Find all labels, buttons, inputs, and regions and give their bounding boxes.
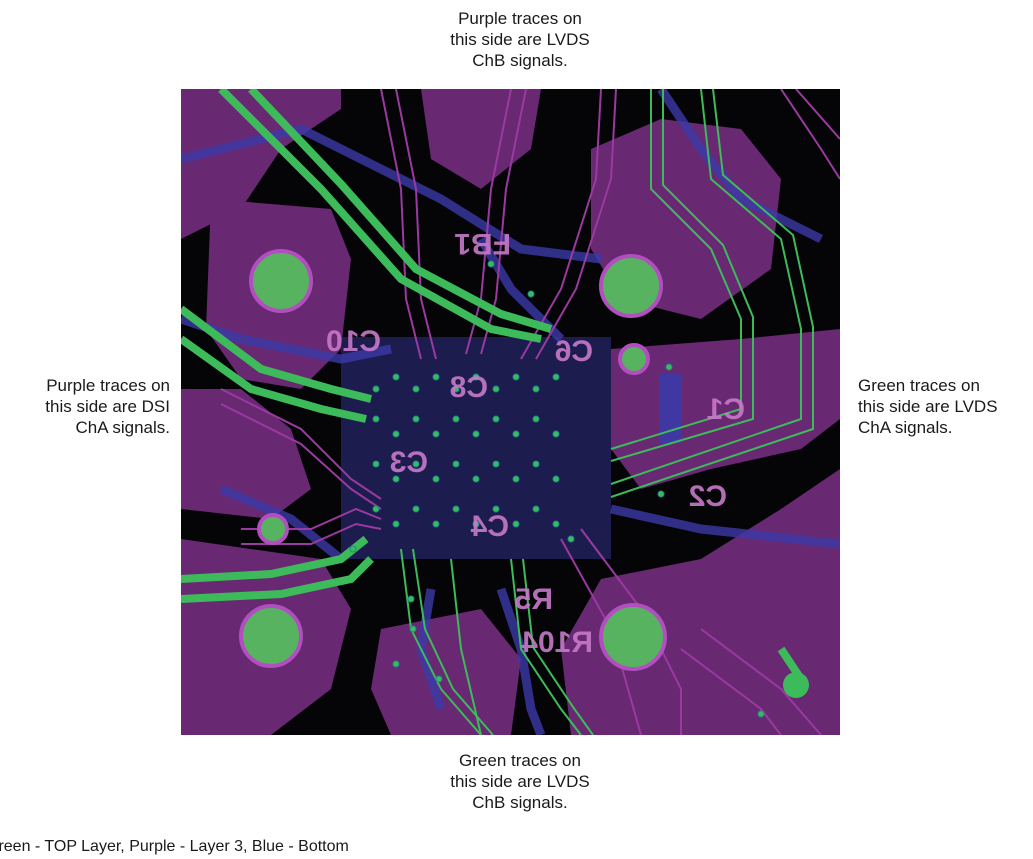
- capacitor-pad-c1: [659, 374, 681, 444]
- silk-r5: R5: [515, 583, 553, 616]
- pad-small-left: [257, 513, 289, 545]
- pad-corner: [783, 672, 809, 698]
- top-annotation-line: Purple traces on: [458, 9, 582, 28]
- right-annotation-line: this side are LVDS: [858, 397, 998, 416]
- pad-top-right: [599, 254, 663, 318]
- pad-small-right: [618, 343, 650, 375]
- bottom-annotation-line: Green traces on: [459, 751, 581, 770]
- top-annotation-line: this side are LVDS: [450, 30, 590, 49]
- left-annotation-line: ChA signals.: [75, 418, 171, 437]
- top-layer-traces: [181, 89, 805, 682]
- silk-c4: C4: [470, 510, 509, 543]
- silk-r104: R104: [521, 626, 593, 659]
- silkscreen-labels: FB1 C10 C6 C8 C3 C1 C2 C4 R5 R104: [326, 227, 745, 659]
- pad-top-left: [249, 249, 313, 313]
- silk-c10: C10: [326, 325, 381, 358]
- left-annotation-line: this side are DSI: [45, 397, 170, 416]
- silk-c1: C1: [707, 393, 745, 426]
- pad-bottom-right: [599, 603, 667, 671]
- right-annotation-line: ChA signals.: [858, 418, 953, 437]
- mounting-pads: [239, 249, 667, 671]
- silk-c8: C8: [450, 371, 488, 404]
- left-annotation-line: Purple traces on: [46, 376, 170, 395]
- bottom-annotation-line: this side are LVDS: [450, 772, 590, 791]
- silk-c2: C2: [689, 480, 727, 513]
- silk-fb1: FB1: [454, 227, 511, 260]
- silk-c6: C6: [555, 335, 593, 368]
- top-annotation-line: ChB signals.: [472, 51, 568, 70]
- top-annotation: Purple traces on this side are LVDS ChB …: [405, 8, 635, 71]
- ic-vias: [349, 260, 765, 718]
- bottom-annotation-line: ChB signals.: [472, 793, 568, 812]
- silk-c3: C3: [390, 446, 428, 479]
- bottom-annotation: Green traces on this side are LVDS ChB s…: [405, 750, 635, 813]
- right-annotation: Green traces on this side are LVDS ChA s…: [858, 375, 1033, 438]
- left-annotation: Purple traces on this side are DSI ChA s…: [0, 375, 170, 438]
- pad-bottom-left: [239, 604, 303, 668]
- right-annotation-line: Green traces on: [858, 376, 980, 395]
- pcb-layout-image: FB1 C10 C6 C8 C3 C1 C2 C4 R5 R104: [181, 89, 840, 735]
- top-layer-signal-traces: [400, 89, 814, 735]
- layer-legend: Green - TOP Layer, Purple - Layer 3, Blu…: [0, 838, 349, 855]
